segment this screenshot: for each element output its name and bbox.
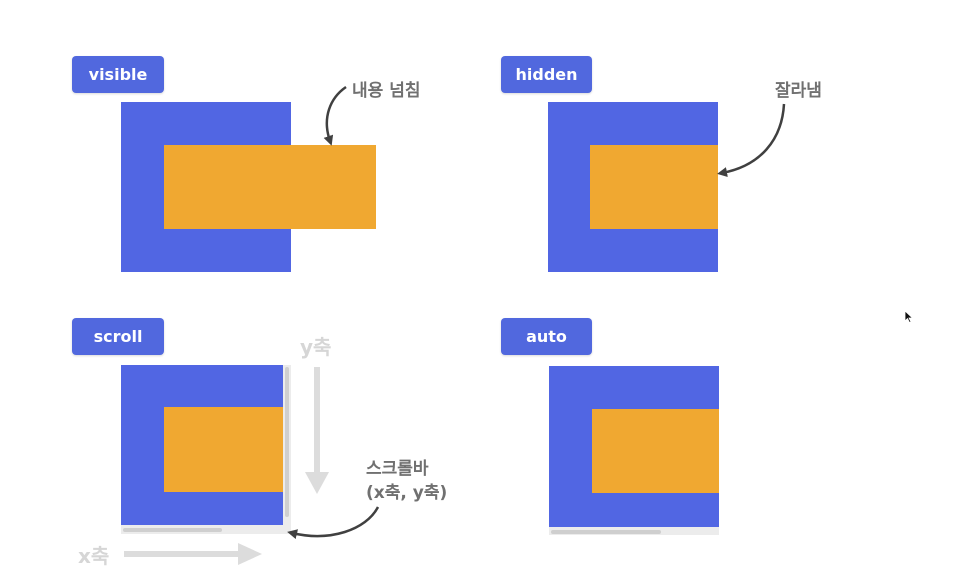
curved-arrow-icon — [287, 506, 380, 540]
visible-badge: visible — [72, 56, 164, 93]
auto-badge: auto — [501, 318, 592, 355]
auto-content — [592, 409, 719, 493]
visible-content-overflow — [164, 145, 376, 229]
x-axis-label: x축 — [78, 544, 110, 568]
scroll-annotation-line2: (x축, y축) — [366, 483, 448, 503]
scroll-content — [164, 407, 283, 492]
scroll-badge: scroll — [72, 318, 164, 355]
right-arrow-icon — [124, 543, 262, 565]
auto-horizontal-scrollbar[interactable] — [551, 530, 661, 534]
curved-arrow-icon — [717, 103, 786, 178]
mouse-cursor-icon — [904, 310, 914, 324]
scroll-annotation-line1: 스크롤바 — [366, 459, 429, 479]
visible-annotation: 내용 넘침 — [352, 81, 421, 101]
y-axis-label: y축 — [300, 335, 332, 359]
scroll-vertical-scrollbar[interactable] — [285, 367, 289, 517]
hidden-badge: hidden — [501, 56, 592, 93]
hidden-content-clipped — [590, 145, 718, 229]
scroll-horizontal-scrollbar[interactable] — [123, 528, 222, 532]
hidden-annotation: 잘라냄 — [775, 81, 822, 101]
curved-arrow-icon — [323, 85, 347, 146]
down-arrow-icon — [305, 367, 329, 494]
